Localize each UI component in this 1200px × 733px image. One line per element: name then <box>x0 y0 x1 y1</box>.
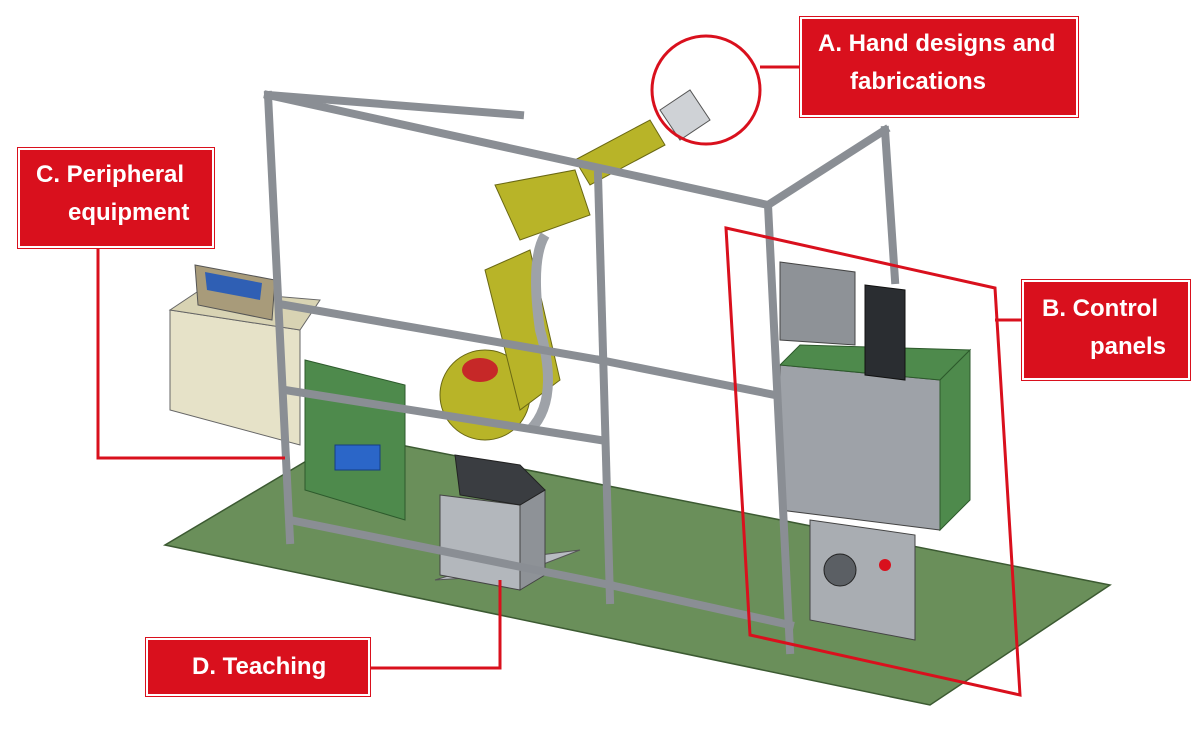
callout-b-line-2: panels <box>1090 333 1167 360</box>
callout-hand-designs: A. Hand designs and fabrications <box>800 17 1078 117</box>
callout-b-highlight-outline <box>724 226 1022 697</box>
callout-peripheral-equipment: C. Peripheral equipment <box>18 148 214 248</box>
callout-d-line-1: D. Teaching <box>192 653 327 680</box>
aluminum-frame <box>263 90 900 655</box>
callout-d-leader-line <box>370 580 502 670</box>
callout-b-line-1: B. Control <box>1042 295 1158 322</box>
callout-c-line-1: C. Peripheral <box>36 161 185 188</box>
callout-c-line-2: equipment <box>68 199 190 226</box>
callout-a-highlight-circle <box>650 34 762 146</box>
peripheral-tray <box>168 264 321 446</box>
callout-control-panels: B. Control panels <box>1022 280 1190 380</box>
callout-a-line-2: fabrications <box>850 68 987 95</box>
peripheral-blue-block <box>334 444 381 471</box>
callout-c-leader-line <box>96 248 285 460</box>
control-cabinet <box>778 261 972 641</box>
callout-a-line-1: A. Hand designs and <box>818 30 1056 57</box>
callout-teaching: D. Teaching <box>146 638 370 696</box>
